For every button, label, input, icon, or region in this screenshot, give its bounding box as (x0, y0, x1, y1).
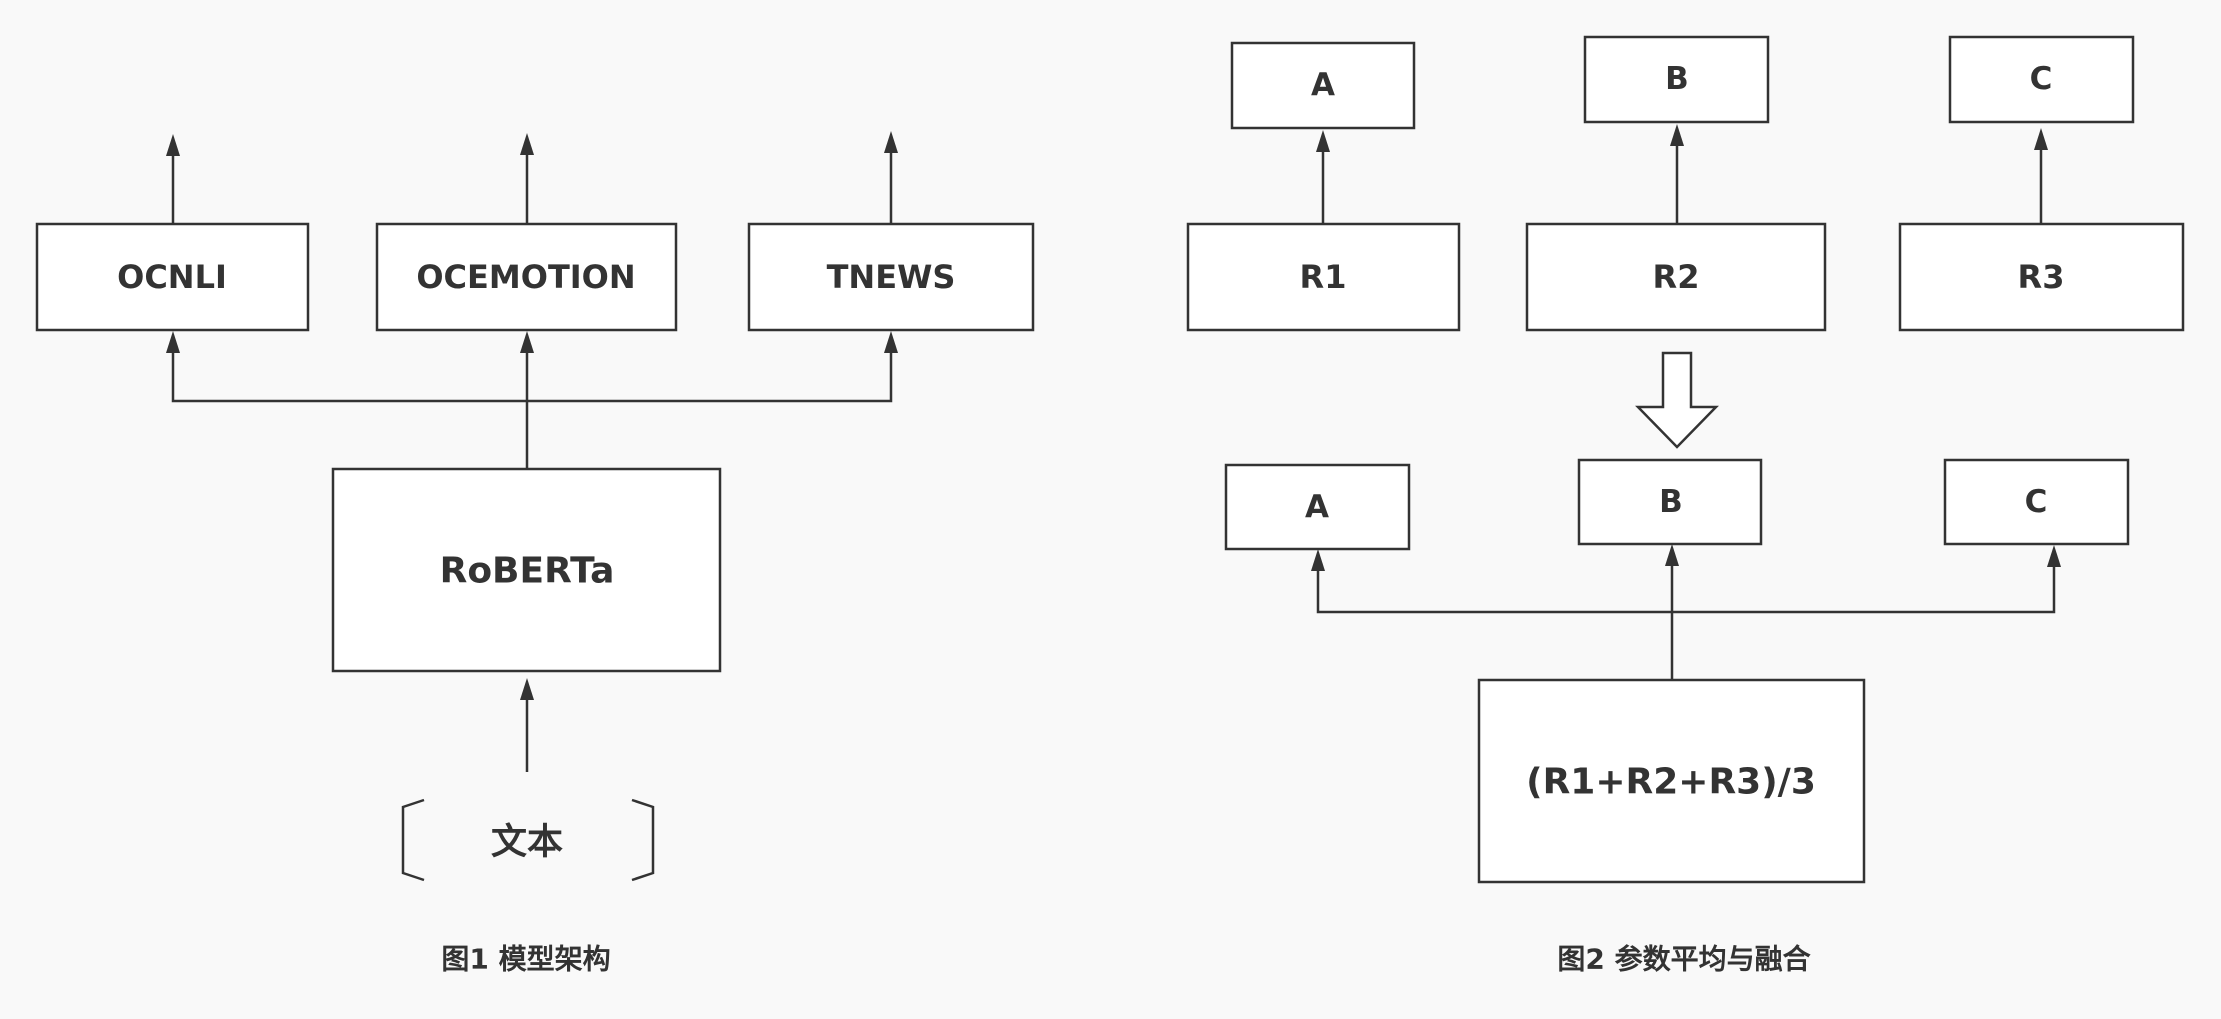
figure-1-caption: 图1 模型架构 (441, 943, 610, 976)
model-box-r2: R2 (1525, 222, 1827, 332)
model-to-tasks-connector (166, 331, 898, 471)
input-label: 文本 (491, 822, 563, 863)
top-output-label-c: C (2030, 61, 2053, 97)
model-output-arrow-r2 (1670, 124, 1684, 224)
top-output-box-a: A (1230, 41, 1416, 130)
bottom-output-box-b: B (1577, 458, 1763, 546)
bottom-output-label-a: A (1305, 489, 1329, 525)
task-label-tnews: TNEWS (827, 258, 956, 296)
model-output-arrow-r1 (1316, 130, 1330, 224)
model-box-r3: R3 (1898, 222, 2185, 332)
input-arrow (520, 678, 534, 772)
task-output-arrow-tnews (884, 131, 898, 224)
top-output-box-c: C (1948, 35, 2135, 124)
task-box-ocemotion: OCEMOTION (375, 222, 678, 332)
model-label-r2: R2 (1653, 258, 1700, 296)
model-box-r1: R1 (1186, 222, 1461, 332)
bottom-output-box-a: A (1224, 463, 1411, 551)
task-box-ocnli: OCNLI (35, 222, 310, 332)
roberta-label: RoBERTa (440, 551, 615, 592)
averaging-block-arrow (1635, 351, 1719, 449)
figure-1: OCNLI OCEMOTION TNEWS (35, 131, 1035, 976)
task-box-tnews: TNEWS (747, 222, 1035, 332)
top-output-label-b: B (1665, 61, 1689, 97)
roberta-box: RoBERTa (331, 467, 722, 673)
input-text-shape: 文本 (401, 798, 655, 882)
task-label-ocnli: OCNLI (117, 258, 227, 296)
task-output-arrow-ocnli (166, 134, 180, 224)
model-label-r1: R1 (1300, 258, 1347, 296)
task-output-arrow-ocemotion (520, 133, 534, 224)
task-label-ocemotion: OCEMOTION (416, 258, 635, 296)
top-output-label-a: A (1311, 67, 1335, 103)
model-output-arrow-r3 (2034, 128, 2048, 224)
figure-2-caption: 图2 参数平均与融合 (1557, 943, 1811, 976)
fused-to-outputs-connector (1311, 544, 2061, 680)
bottom-output-label-c: C (2025, 484, 2048, 520)
model-label-r3: R3 (2018, 258, 2065, 296)
figure-2: A B C R1 R2 R3 (1186, 35, 2185, 976)
top-output-box-b: B (1583, 35, 1770, 124)
bottom-output-box-c: C (1943, 458, 2130, 546)
fused-model-box: (R1+R2+R3)/3 (1477, 678, 1866, 884)
fused-model-label: (R1+R2+R3)/3 (1526, 762, 1816, 803)
bottom-output-label-b: B (1659, 484, 1683, 520)
